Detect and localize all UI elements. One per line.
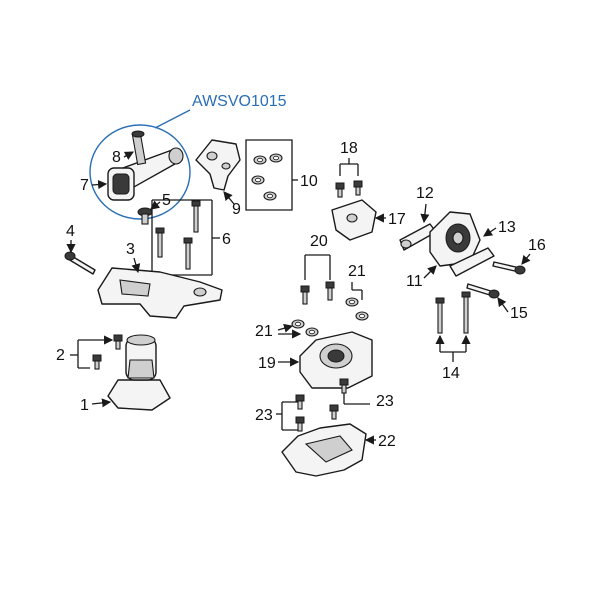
bracket-part-9 <box>195 139 241 191</box>
callout-22: 22 <box>378 433 396 450</box>
bracket-part-3 <box>97 267 223 319</box>
callout-15: 15 <box>510 305 528 322</box>
callout-19: 19 <box>258 355 276 372</box>
highlight-circle <box>89 124 191 220</box>
callout-17: 17 <box>388 211 406 228</box>
callout-3: 3 <box>126 241 135 258</box>
bolt-group-part-6 <box>155 200 201 270</box>
callout-11: 11 <box>406 273 423 290</box>
callout-20: 20 <box>310 233 328 250</box>
callout-2: 2 <box>56 347 65 364</box>
callout-21-upper: 21 <box>348 263 366 280</box>
torque-rod-part <box>107 130 184 201</box>
callout-8: 8 <box>112 149 121 166</box>
callout-9: 9 <box>232 201 241 218</box>
highlight-leader <box>154 109 191 129</box>
callout-13: 13 <box>498 219 516 236</box>
callout-18: 18 <box>340 140 358 157</box>
transmission-mount-part-11 <box>429 211 481 267</box>
mount-part-19 <box>299 331 373 389</box>
bracket-part-22 <box>281 423 367 477</box>
bolt-part-15 <box>466 283 500 299</box>
highlight-code: AWSVO1015 <box>192 93 287 110</box>
bolt-part-4 <box>64 251 96 275</box>
bracket-part-17 <box>331 199 377 241</box>
bolt-group-part-20 <box>300 281 335 305</box>
bolt-group-part-18 <box>335 180 363 198</box>
callout-14: 14 <box>442 365 460 382</box>
plate-part-13 <box>449 247 495 277</box>
bolt-part-16 <box>492 261 526 275</box>
callout-10: 10 <box>300 173 318 190</box>
callout-16: 16 <box>528 237 546 254</box>
bolt-part-5 <box>137 207 153 225</box>
engine-mount-part-1 <box>107 334 171 411</box>
callout-1: 1 <box>80 397 89 414</box>
callout-4: 4 <box>66 223 75 240</box>
callout-12: 12 <box>416 185 434 202</box>
callout-7: 7 <box>80 177 89 194</box>
callout-23-left: 23 <box>255 407 273 424</box>
callout-21-lower: 21 <box>255 323 273 340</box>
callout-23-right: 23 <box>376 393 394 410</box>
bolt-group-part-14 <box>435 291 471 334</box>
callout-6: 6 <box>222 231 231 248</box>
nut-group-part-10 <box>251 153 283 201</box>
nut-group-part-21-upper <box>345 297 369 321</box>
